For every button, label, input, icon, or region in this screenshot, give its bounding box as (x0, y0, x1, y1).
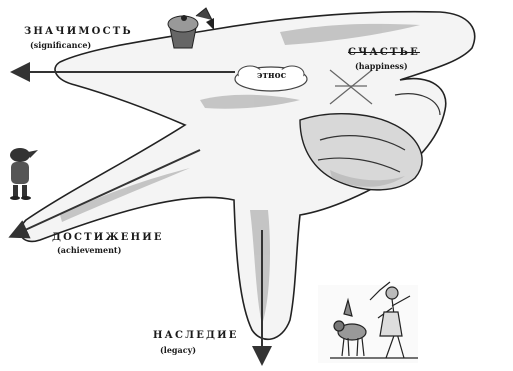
legacy-label: НАСЛЕДИЕ (153, 330, 239, 341)
legacy-translation: (legacy) (160, 345, 196, 355)
achievement-label: ДОСТИЖЕНИЕ (52, 232, 164, 243)
significance-translation: (significance) (30, 40, 91, 50)
significance-label: ЗНАЧИМОСТЬ (24, 26, 133, 37)
happiness-translation: (happiness) (355, 61, 408, 71)
crow-figure-icon (10, 148, 38, 200)
ethos-label: этнос (257, 71, 286, 81)
achievement-translation: (achievement) (57, 245, 121, 255)
happiness-label: СЧАСТЬЕ (348, 47, 420, 58)
walking-family-icon (318, 282, 418, 363)
